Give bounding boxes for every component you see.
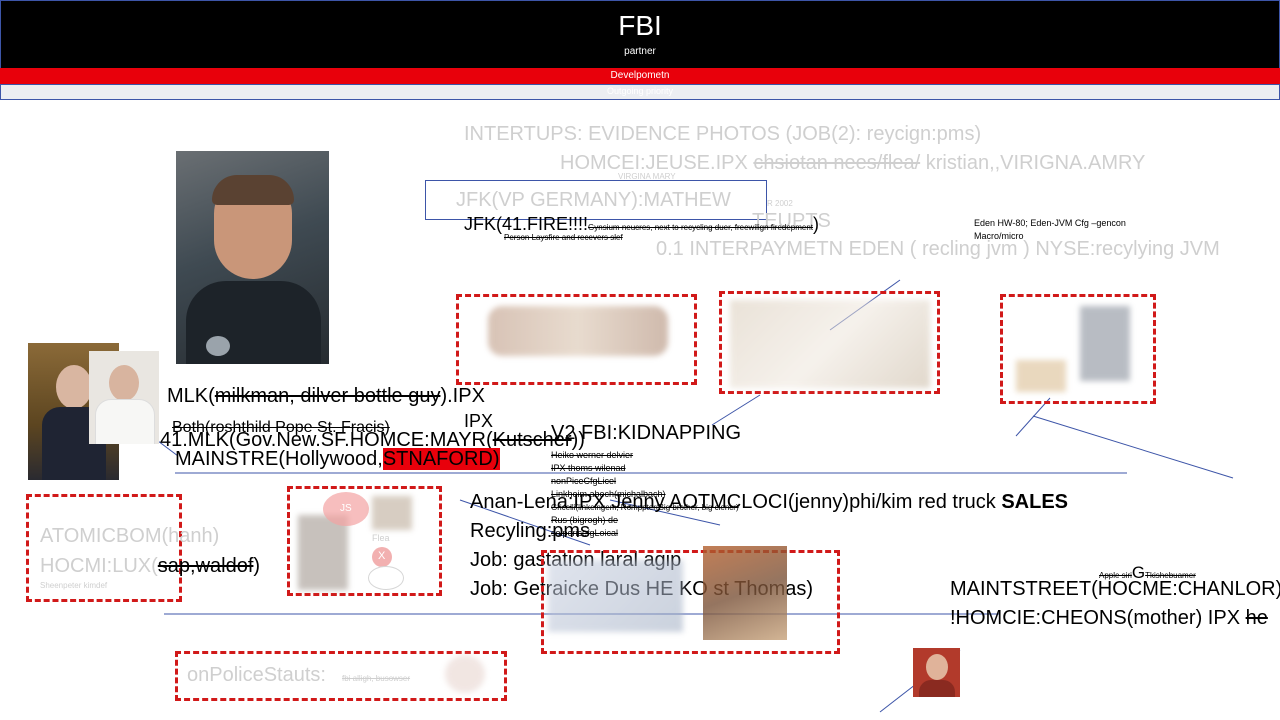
grey-banner-label: Outgoing priority xyxy=(606,86,674,96)
apple-tail: Tkishebuamer xyxy=(1145,571,1196,580)
store-image xyxy=(730,300,930,388)
interpaymetn-text: 0.1 INTERPAYMETN EDEN ( recling jvm ) NY… xyxy=(656,238,1220,260)
ar-small: R 2002 xyxy=(767,199,793,208)
v2-item: Heiko werner delvier xyxy=(551,450,634,460)
eden-note-2: Macro/micro xyxy=(974,231,1024,241)
police-status-small: fbi alligh, busowser xyxy=(342,674,411,683)
evidence-frame-candy xyxy=(456,294,697,385)
mainstre-prefix: MAINSTRE(Hollywood, xyxy=(175,448,383,470)
small-figure-image xyxy=(1016,360,1066,392)
mainstre-line: MAINSTRE(Hollywood,STNAFORD) xyxy=(175,448,500,471)
evidence-frame-store xyxy=(719,291,940,394)
jfk-fire-note: Gynsium neucres, next to recycling duer,… xyxy=(588,223,814,232)
police-status-label: onPoliceStauts: xyxy=(187,664,326,686)
v2-list: Heiko werner delvier IPX thoms wilenad n… xyxy=(551,449,739,540)
mlk-prefix: MLK( xyxy=(167,385,215,407)
gov-line: 41.MLK(Gov.New.SF.HOMCE:MAYR(Kutscher)) xyxy=(160,429,585,452)
evidence-frame-figures xyxy=(1000,294,1156,404)
market-image-right xyxy=(703,546,787,640)
jfk-box-label: JFK(VP GERMANY):MATHEW xyxy=(456,189,731,211)
js-bubble xyxy=(323,492,369,526)
header-subtitle: partner xyxy=(624,46,656,57)
atomic-line1: ATOMICBOM(hanh) xyxy=(40,525,220,547)
v2-item: Rus (bigrogh) de xyxy=(551,515,619,525)
homcie-prefix: !HOMCIE:CHEONS(mother) IPX xyxy=(950,607,1246,629)
x-circle xyxy=(372,547,392,567)
eden-note-1: Eden HW-80; Eden-JVM Cfg –gencon xyxy=(974,218,1126,228)
ipx-label: IPX xyxy=(464,411,494,431)
homcei-suffix: kristian,,VIRIGNA.AMRY xyxy=(925,152,1146,174)
empty-circle xyxy=(368,566,404,590)
mlk-line: MLK(milkman, dilver bottle guy).IPX xyxy=(167,385,485,408)
v2-item: Linkheim abech(michalbach) xyxy=(551,489,666,499)
homcei-text: HOMCEI:JEUSE.IPX chsiotan nees/flea/ kri… xyxy=(560,152,1145,175)
atomic-line2: HOCMI:LUX(sap,waldof) xyxy=(40,555,260,578)
flea-label: Flea xyxy=(372,533,390,543)
anan-line2: Recyling:pms xyxy=(470,520,591,542)
jfk-fire-prefix: JFK(41.FIRE!!!! xyxy=(464,214,589,234)
jfk-fire-line: JFK(41.FIRE!!!!Gynsium neucres, next to … xyxy=(464,214,819,235)
intertups-text: INTERTUPS: EVIDENCE PHOTOS (JOB(2): reyc… xyxy=(464,123,982,145)
police-officer-photo xyxy=(176,151,329,364)
pope-photo xyxy=(89,351,159,444)
both-line: Both(roshthild Pope St. Fracis) xyxy=(172,419,390,436)
v2-item: nonPiceCfgLicel xyxy=(551,476,617,486)
x-label: X xyxy=(378,550,386,562)
police-status-frame xyxy=(175,651,507,701)
red-banner xyxy=(0,68,1280,84)
group-image xyxy=(372,496,412,530)
js-label: JS xyxy=(340,503,352,514)
jfk-fire-suffix: ) xyxy=(813,214,820,234)
v2-title: V2 FBI:KIDNAPPING xyxy=(551,422,742,444)
gov-prefix: 41.MLK(Gov.New.SF.HOMCE:MAYR( xyxy=(160,429,493,451)
figure-image xyxy=(1080,306,1130,381)
maintstreet-line: MAINTSTREET(HOCME:CHANLOR) xyxy=(950,578,1280,600)
homcei-prefix: HOMCEI:JEUSE.IPX xyxy=(560,152,748,174)
red-banner-label: Develpometn xyxy=(610,70,670,81)
teupts-faint: TEUPTS xyxy=(752,210,831,232)
v2-item: Gricelli(linkeingem, Romppter(Big brothe… xyxy=(551,503,739,512)
anan-line1-text: Anan-Lena:IPX Jenny AOTMCLOCI(jenny)phi/… xyxy=(470,491,1002,513)
anan-line1: Anan-Lena:IPX Jenny AOTMCLOCI(jenny)phi/… xyxy=(470,491,1068,514)
gov-suffix: )) xyxy=(571,429,585,451)
jfk-fire-sub: Person Laysfire and recevers slef xyxy=(504,233,623,242)
header-title: FBI xyxy=(618,10,662,41)
atomic-line2-struck: sap,waldof xyxy=(157,555,254,577)
homcei-struck: chsiotan nees/flea/ xyxy=(753,152,921,174)
atomic-frame xyxy=(26,494,182,602)
virgina-small: VIRGINA MARY xyxy=(618,172,676,181)
atomic-line2-suffix: ) xyxy=(253,555,261,577)
atomic-line3: Sheenpeter kimdef xyxy=(40,581,108,590)
header-bar xyxy=(0,0,1280,69)
anan-sales: SALES xyxy=(1001,491,1069,513)
jfk-box xyxy=(425,180,767,220)
v2-item: IPX thoms wilenad xyxy=(551,463,626,473)
mini-collage-frame xyxy=(287,486,442,596)
gov-struck: Kutscher xyxy=(492,429,572,451)
candy-bar-image xyxy=(488,306,668,356)
mainstre-red: STNAFORD) xyxy=(382,448,500,470)
homcie-struck: he xyxy=(1245,607,1268,629)
mlk-suffix: ).IPX xyxy=(440,385,485,407)
apple-siri-line: Apple siriGTkishebuamer xyxy=(1099,563,1196,583)
v2-item: solpericefgLoical xyxy=(551,528,619,538)
mlk-struck: milkman, dilver bottle guy xyxy=(214,385,441,407)
apple-g: G xyxy=(1131,563,1146,582)
apple-siri: Apple siri xyxy=(1099,571,1132,580)
bald-man-photo xyxy=(913,648,960,697)
woman-image xyxy=(298,515,348,590)
evidence-frame-market xyxy=(541,550,840,654)
atomic-line2-prefix: HOCMI:LUX( xyxy=(40,555,158,577)
market-image-left xyxy=(548,560,683,632)
police-status-image xyxy=(445,655,485,693)
homcie-cheons-line: !HOMCIE:CHEONS(mother) IPX he xyxy=(950,607,1268,630)
